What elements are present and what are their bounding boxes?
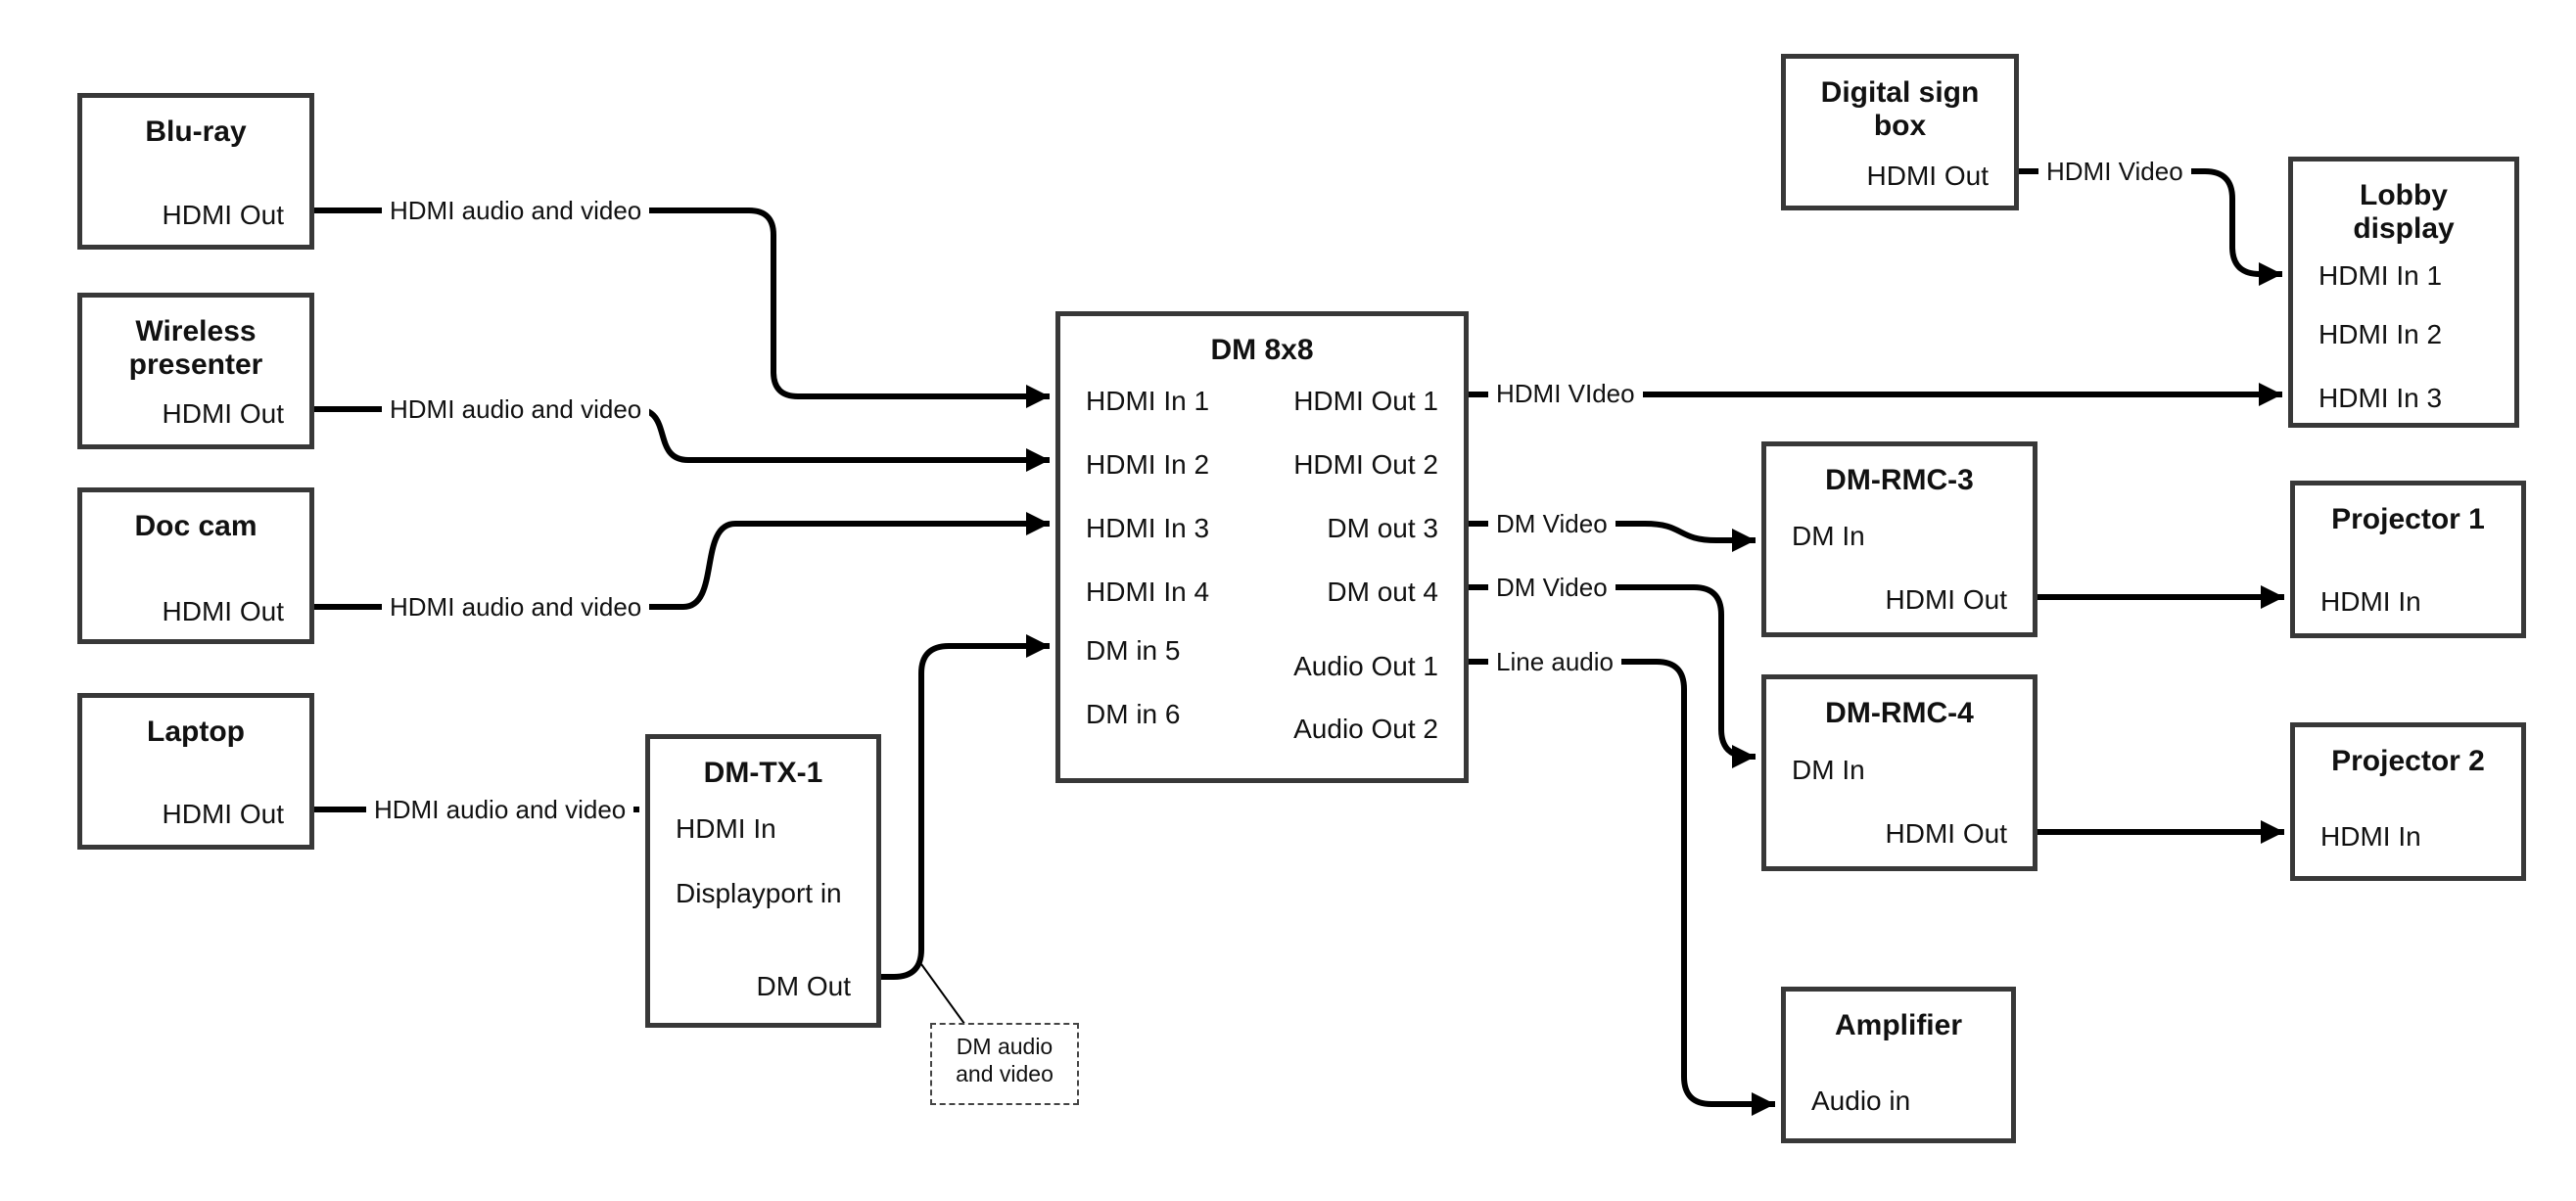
wire-label-hdmi-video-out1: HDMI VIdeo	[1488, 379, 1643, 408]
port-dm-in-6: DM in 6	[1086, 699, 1181, 729]
wire-label-dm-video-out3: DM Video	[1488, 509, 1616, 538]
node-title: Wireless presenter	[128, 315, 263, 381]
port-hdmi-out-1: HDMI Out 1	[1293, 386, 1438, 416]
node-title: Amplifier	[1834, 1009, 1963, 1041]
node-title: Digital sign box	[1820, 76, 1980, 142]
port-hdmi-in-3: HDMI In 3	[2318, 383, 2443, 413]
node-lobby-display: Lobby display HDMI In 1 HDMI In 2 HDMI I…	[2288, 157, 2519, 428]
port-hdmi-in-2: HDMI In 2	[1086, 449, 1210, 480]
port-hdmi-in: HDMI In	[2320, 821, 2421, 852]
edge-dm8x8-aout1-to-amp	[1469, 659, 1775, 1116]
port-hdmi-out: HDMI Out	[162, 200, 284, 230]
node-title: Blu-ray	[145, 115, 247, 148]
node-title: DM-TX-1	[703, 757, 823, 789]
node-projector-2: Projector 2 HDMI In	[2290, 722, 2526, 881]
port-hdmi-in-3: HDMI In 3	[1086, 513, 1210, 543]
port-hdmi-in: HDMI In	[2320, 586, 2421, 617]
node-title: Lobby display	[2353, 179, 2455, 245]
wire-label-bluray-hdmi-av: HDMI audio and video	[382, 196, 650, 225]
wire-label-dm-video-out4: DM Video	[1488, 573, 1616, 602]
wire-label-wireless-hdmi-av: HDMI audio and video	[382, 394, 650, 424]
port-dm-in-5: DM in 5	[1086, 635, 1181, 666]
port-hdmi-out: HDMI Out	[162, 596, 284, 626]
node-title: DM 8x8	[1210, 334, 1314, 366]
port-audio-in: Audio in	[1811, 1086, 1911, 1116]
wire-label-laptop-hdmi-av: HDMI audio and video	[366, 795, 634, 824]
port-dm-out-3: DM out 3	[1327, 513, 1438, 543]
node-wireless-presenter: Wireless presenter HDMI Out	[77, 293, 314, 449]
node-dm-8x8: DM 8x8 HDMI In 1 HDMI In 2 HDMI In 3 HDM…	[1055, 311, 1469, 783]
wire-label-line-audio: Line audio	[1488, 647, 1621, 676]
port-hdmi-out-2: HDMI Out 2	[1293, 449, 1438, 480]
port-hdmi-out: HDMI Out	[162, 398, 284, 429]
node-title: Projector 2	[2331, 745, 2485, 777]
node-title: DM-RMC-4	[1825, 697, 1974, 729]
edge-digisign-to-lobby-in1	[2019, 168, 2282, 286]
node-title: DM-RMC-3	[1825, 464, 1974, 496]
port-audio-out-2: Audio Out 2	[1293, 714, 1438, 744]
node-doc-cam: Doc cam HDMI Out	[77, 487, 314, 644]
node-title: Doc cam	[134, 510, 258, 542]
node-projector-1: Projector 1 HDMI In	[2290, 481, 2526, 638]
node-digital-sign-box: Digital sign box HDMI Out	[1781, 54, 2019, 210]
port-hdmi-out: HDMI Out	[162, 799, 284, 829]
edge-dmtx1-to-dm8x8-in5	[881, 634, 1050, 980]
port-dm-out: DM Out	[756, 971, 851, 1001]
port-displayport-in: Displayport in	[676, 878, 842, 908]
edge-doccam-to-dm8x8-in3	[314, 512, 1050, 610]
port-dm-in: DM In	[1792, 521, 1865, 551]
node-amplifier: Amplifier Audio in	[1781, 987, 2016, 1143]
port-dm-out-4: DM out 4	[1327, 577, 1438, 607]
edge-dm8x8-out3-to-dmrmc3	[1469, 521, 1756, 552]
port-hdmi-out: HDMI Out	[1885, 584, 2007, 615]
node-laptop: Laptop HDMI Out	[77, 693, 314, 850]
port-hdmi-in-4: HDMI In 4	[1086, 577, 1210, 607]
port-hdmi-out: HDMI Out	[1885, 818, 2007, 849]
port-hdmi-out: HDMI Out	[1866, 161, 1989, 191]
wire-label-digisign-hdmi-video: HDMI Video	[2038, 157, 2191, 186]
port-dm-in: DM In	[1792, 755, 1865, 785]
node-title: Projector 1	[2331, 503, 2485, 535]
annotation-dm-audio-and-video: DM audio and video	[930, 1023, 1079, 1105]
port-hdmi-in: HDMI In	[676, 813, 776, 844]
port-hdmi-in-1: HDMI In 1	[1086, 386, 1210, 416]
annotation-leader-line	[920, 963, 968, 1029]
wire-label-doccam-hdmi-av: HDMI audio and video	[382, 592, 650, 622]
edge-dm8x8-out4-to-dmrmc4	[1469, 584, 1756, 768]
node-dm-rmc-4: DM-RMC-4 DM In HDMI Out	[1761, 674, 2037, 871]
node-dm-tx-1: DM-TX-1 HDMI In Displayport in DM Out	[645, 734, 881, 1028]
node-dm-rmc-3: DM-RMC-3 DM In HDMI Out	[1761, 441, 2037, 637]
port-hdmi-in-2: HDMI In 2	[2318, 319, 2443, 349]
port-hdmi-in-1: HDMI In 1	[2318, 260, 2443, 291]
node-bluray: Blu-ray HDMI Out	[77, 93, 314, 250]
port-audio-out-1: Audio Out 1	[1293, 651, 1438, 681]
edge-bluray-to-dm8x8-in1	[314, 208, 1050, 408]
node-title: Laptop	[147, 716, 245, 748]
